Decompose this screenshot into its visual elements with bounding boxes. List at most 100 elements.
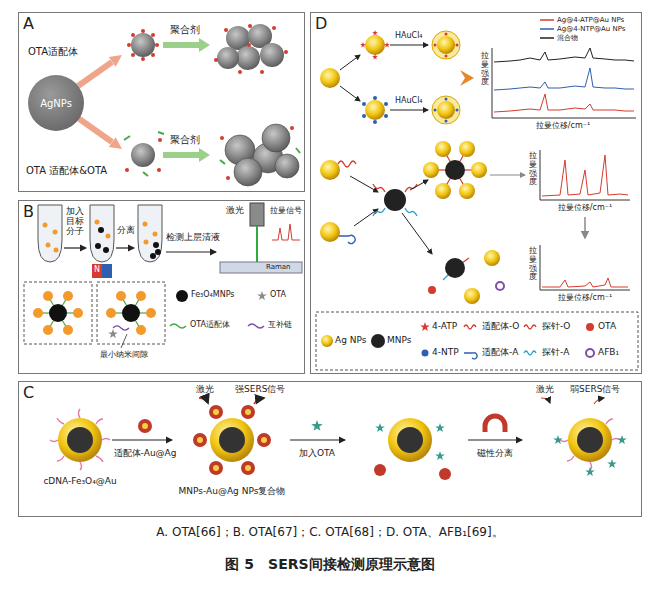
illustration-shape — [542, 278, 628, 287]
illustration-shape — [193, 405, 271, 475]
illustration-shape — [260, 70, 264, 74]
illustration-shape — [373, 120, 377, 124]
illustration-shape — [79, 409, 81, 418]
illustration-shape — [220, 136, 224, 140]
illustration-shape — [124, 136, 130, 140]
illustration-shape — [131, 33, 135, 37]
illustration-shape — [428, 286, 436, 294]
illustration-shape — [213, 409, 219, 415]
annotation-label: 弱SERS信号 — [570, 384, 620, 395]
illustration-shape — [434, 109, 437, 112]
illustration-shape — [238, 70, 242, 74]
illustration-shape — [24, 282, 92, 344]
illustration-shape — [113, 326, 129, 330]
illustration-shape — [248, 24, 252, 28]
illustration-shape — [541, 398, 550, 403]
annotation-label: OTA适配体 — [28, 46, 78, 58]
illustration-shape — [584, 217, 586, 238]
illustration-shape — [214, 58, 218, 62]
illustration-shape — [375, 423, 445, 460]
legend-label: 探针-O — [542, 321, 570, 332]
illustration-shape — [405, 184, 417, 192]
illustration-shape — [95, 220, 100, 225]
illustration-shape — [585, 467, 595, 476]
illustration-shape — [199, 38, 210, 52]
illustration-shape — [155, 249, 161, 255]
illustration-shape — [540, 28, 554, 30]
illustration-shape — [226, 176, 230, 180]
illustration-shape — [607, 459, 617, 468]
illustration-shape — [213, 465, 219, 471]
illustration-shape — [316, 312, 638, 370]
annotation-label: 检测上层清液 — [166, 232, 220, 243]
illustration-shape — [245, 465, 251, 471]
illustration-shape — [422, 350, 429, 357]
illustration-shape — [43, 291, 53, 301]
illustration-shape — [420, 322, 430, 331]
illustration-shape — [131, 33, 155, 57]
illustration-shape — [121, 334, 127, 348]
illustration-shape — [38, 296, 151, 330]
legend-label: Ag@4-ATP@Au NPs — [557, 16, 624, 24]
illustration-shape — [146, 308, 156, 318]
illustration-shape — [106, 308, 116, 318]
illustration-shape — [248, 324, 264, 328]
illustration-shape — [390, 110, 428, 111]
illustration-shape — [144, 240, 149, 245]
illustration-shape — [496, 282, 504, 290]
illustration-shape — [220, 148, 300, 164]
illustration-shape — [384, 42, 390, 47]
illustration-shape — [275, 154, 299, 178]
illustration-shape — [365, 100, 385, 120]
legend-label: OTA适配体 — [190, 320, 230, 330]
panel-letter: D — [315, 14, 327, 33]
illustration-shape — [64, 247, 86, 248]
illustration-shape — [96, 456, 103, 462]
annotation-label: 拉曼信号 — [270, 206, 302, 216]
illustration-shape — [163, 42, 200, 48]
illustration-shape — [568, 418, 612, 462]
illustration-shape — [209, 405, 223, 419]
illustration-shape — [217, 24, 284, 70]
illustration-shape — [437, 36, 455, 54]
illustration-shape — [116, 291, 126, 301]
annotation-label: 激光 — [536, 384, 554, 395]
illustration-shape — [464, 353, 477, 359]
illustration-shape — [321, 335, 333, 347]
illustration-shape — [138, 419, 152, 433]
illustration-shape — [388, 418, 432, 462]
illustration-shape — [46, 243, 51, 248]
illustration-shape — [109, 137, 122, 149]
legend-label: OTA — [270, 290, 286, 300]
illustration-shape — [339, 235, 355, 243]
panel-a-art — [78, 24, 300, 186]
annotation-label: 拉曼位移/cm⁻¹ — [558, 203, 612, 213]
panel-d-art — [316, 20, 638, 370]
illustration-shape — [402, 213, 432, 254]
illustration-shape — [176, 290, 188, 302]
illustration-shape — [485, 416, 505, 432]
illustration-shape — [257, 433, 271, 447]
illustration-shape — [434, 98, 459, 123]
illustration-shape — [365, 35, 385, 55]
illustration-shape — [262, 124, 290, 152]
illustration-shape — [254, 398, 264, 404]
illustration-shape — [484, 250, 500, 266]
legend-label: AFB₁ — [598, 347, 619, 358]
illustration-shape — [439, 468, 451, 480]
illustration-shape — [78, 118, 112, 142]
illustration-shape — [220, 262, 302, 273]
illustration-shape — [142, 423, 148, 429]
illustration-shape — [375, 423, 385, 432]
illustration-shape — [153, 242, 159, 248]
illustration-shape — [384, 189, 406, 211]
illustration-shape — [423, 162, 439, 178]
illustration-shape — [127, 29, 159, 61]
legend-label: 互补链 — [268, 320, 292, 330]
illustration-shape — [63, 325, 73, 335]
illustration-shape — [170, 324, 186, 328]
annotation-label: N — [94, 265, 100, 275]
illustration-shape — [163, 152, 200, 158]
illustration-shape — [63, 291, 73, 301]
legend-label: 适配体-A — [482, 347, 518, 358]
